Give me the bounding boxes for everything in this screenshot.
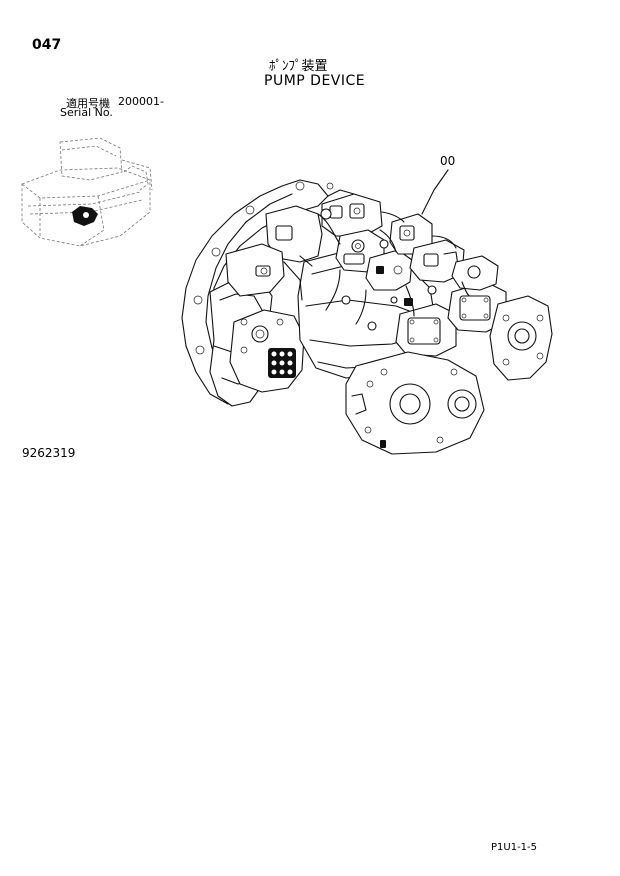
machine-thumbnail xyxy=(21,137,153,247)
page-number: 047 xyxy=(32,37,62,53)
title-english: PUMP DEVICE xyxy=(264,73,366,89)
drawing-number: 9262319 xyxy=(22,446,76,460)
title-japanese: ﾎﾟﾝﾌﾟ装置 xyxy=(269,59,328,74)
pump-assembly xyxy=(181,179,553,455)
serial-label-japanese: 適用号機 xyxy=(66,97,110,110)
serial-label-english: Serial No. xyxy=(60,106,113,119)
sheet-reference: P1U1-1-5 xyxy=(491,842,538,853)
callout-leader-line xyxy=(421,169,449,215)
serial-value: 200001- xyxy=(118,95,164,108)
callout-label: 00 xyxy=(440,154,456,168)
